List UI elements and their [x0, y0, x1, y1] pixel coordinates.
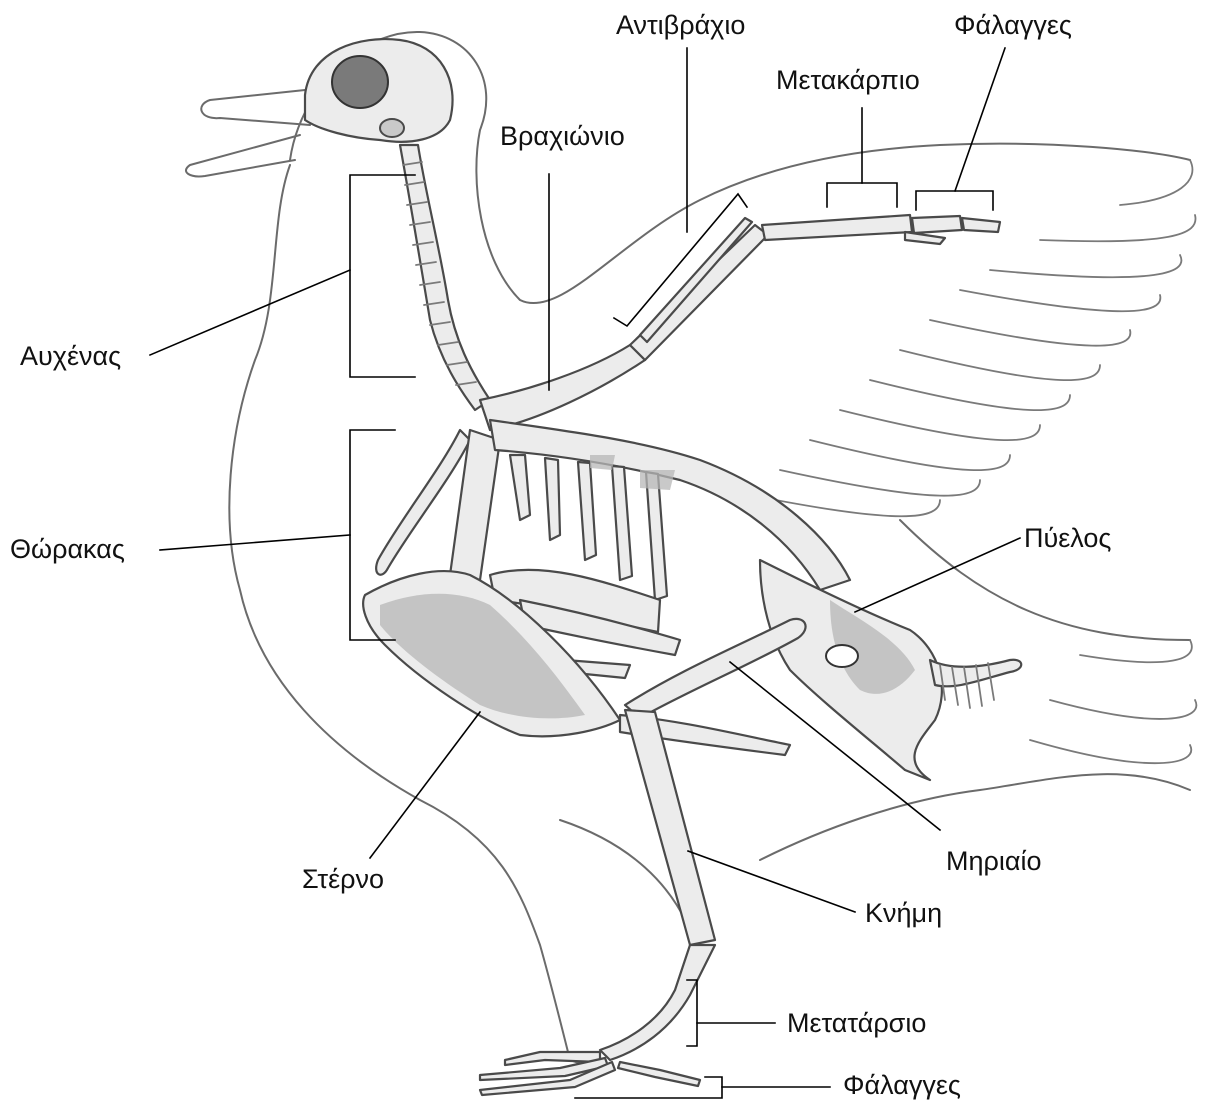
pelvis-bone — [760, 560, 1021, 780]
label-tibia: Κνήμη — [865, 900, 942, 927]
thorax-leader — [160, 535, 350, 550]
label-wing-phalanges: Φάλαγγες — [954, 12, 1072, 39]
tibia-leader — [688, 851, 855, 912]
label-forearm: Αντιβράχιο — [616, 12, 745, 39]
pelvis-leader — [855, 538, 1020, 612]
wing-phalanges-bracket — [916, 191, 993, 210]
label-metacarpus: Μετακάρπιο — [776, 67, 920, 94]
label-femur: Μηριαίο — [946, 848, 1042, 875]
skull — [305, 39, 453, 142]
label-pelvis: Πύελος — [1024, 525, 1111, 552]
wing-bones — [480, 215, 1000, 430]
neck-leader — [150, 270, 350, 355]
sternum-leader — [370, 712, 480, 858]
label-humerus: Βραχιώνιο — [500, 123, 625, 150]
label-neck: Αυχένας — [20, 343, 121, 370]
metacarpus-bracket — [827, 183, 897, 207]
neck-bracket — [350, 175, 415, 377]
label-sternum: Στέρνο — [302, 866, 384, 893]
label-metatarsus: Μετατάρσιο — [787, 1010, 926, 1037]
wing-phalanges-leader — [955, 48, 1005, 191]
label-foot-phalanges: Φάλαγγες — [843, 1072, 961, 1099]
label-thorax: Θώρακας — [10, 536, 125, 563]
